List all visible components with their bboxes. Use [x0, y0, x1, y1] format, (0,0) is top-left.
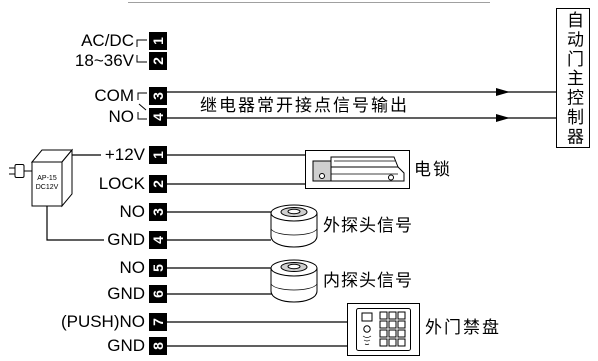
- terminal-number: 2: [150, 180, 166, 188]
- keypad-key: [379, 320, 388, 329]
- relay-output-label: 继电器常开接点信号输出: [200, 96, 409, 116]
- outer-sensor-no-terminal: 3: [149, 203, 167, 221]
- lock-terminal: 2: [149, 175, 167, 193]
- lock-label: LOCK: [98, 174, 145, 193]
- plug-icon: [9, 164, 32, 178]
- relay-no-label: NO: [108, 107, 135, 126]
- access-keypad-label: 外门禁盘: [425, 318, 501, 338]
- terminal-number: 3: [150, 92, 166, 100]
- outer-sensor-gnd-terminal: 4: [149, 231, 167, 249]
- keypad-key: [379, 338, 388, 347]
- keypad-key: [397, 329, 406, 338]
- push-gnd-terminal: 8: [149, 337, 167, 355]
- keypad-key: [379, 329, 388, 338]
- adapter-ground-wire: [46, 206, 104, 241]
- keypad-key: [397, 320, 406, 329]
- inner-sensor-gnd-label: GND: [107, 284, 145, 303]
- terminal-number: 5: [150, 264, 166, 272]
- motion-sensor-icon: [270, 204, 318, 248]
- push-no-terminal: 7: [149, 313, 167, 331]
- controller-box: [556, 8, 590, 148]
- outer-sensor-label: 外探头信号: [323, 216, 413, 236]
- electric-lock-icon: [312, 156, 405, 182]
- power-terminal-1: 1: [149, 32, 167, 50]
- relay-com-label: COM: [94, 86, 134, 105]
- outer-sensor-no-label: NO: [119, 202, 146, 221]
- push-gnd-label: GND: [107, 336, 145, 355]
- adapter-output: DC12V: [36, 184, 59, 191]
- keypad-key: [397, 311, 406, 320]
- adapter-model: AP-15: [37, 175, 57, 182]
- terminal-number: 2: [150, 57, 166, 65]
- keypad-key: [397, 338, 406, 347]
- lock-power-terminal: 1: [149, 146, 167, 164]
- push-no-label: (PUSH)NO: [60, 312, 145, 331]
- power-input-bracket-top: [136, 39, 147, 47]
- terminal-number: 3: [150, 208, 166, 216]
- terminal-number: 1: [150, 37, 166, 45]
- keypad-key: [388, 338, 397, 347]
- relay-no-terminal: 4: [149, 108, 167, 126]
- arrow-right-icon: [496, 114, 510, 122]
- power-terminal-2: 2: [149, 52, 167, 70]
- wireless-icon: [362, 335, 372, 345]
- electric-lock-label: 电锁: [414, 160, 452, 180]
- lock-power-label: +12V: [104, 145, 145, 164]
- power-adapter-icon: AP-15 DC12V: [30, 148, 74, 208]
- terminal-number: 1: [150, 151, 166, 159]
- power-terminal-2-label: 18~36V: [74, 51, 134, 70]
- inner-sensor-no-label: NO: [119, 258, 146, 277]
- keypad-key: [388, 320, 397, 329]
- keypad-key: [388, 329, 397, 338]
- keypad-icon: [356, 308, 411, 351]
- keypad-key: [388, 311, 397, 320]
- terminal-number: 4: [150, 113, 166, 121]
- power-terminal-1-label: AC/DC: [81, 31, 134, 50]
- inner-sensor-gnd-terminal: 6: [149, 285, 167, 303]
- inner-sensor-label: 内探头信号: [323, 271, 413, 291]
- relay-contact-icon: [137, 92, 147, 120]
- terminal-number: 7: [150, 318, 166, 326]
- relay-com-terminal: 3: [149, 87, 167, 105]
- terminal-number: 8: [150, 342, 166, 350]
- arrow-right-icon: [496, 88, 510, 96]
- power-input-bracket-bottom: [136, 55, 147, 63]
- controller-label: 自动门主控制器: [563, 10, 583, 147]
- keypad-key: [379, 311, 388, 320]
- outer-sensor-gnd-label: GND: [107, 230, 145, 249]
- card-reader-icon: [361, 312, 373, 322]
- terminal-number: 6: [150, 290, 166, 298]
- terminal-number: 4: [150, 236, 166, 244]
- motion-sensor-icon: [270, 259, 318, 303]
- inner-sensor-no-terminal: 5: [149, 259, 167, 277]
